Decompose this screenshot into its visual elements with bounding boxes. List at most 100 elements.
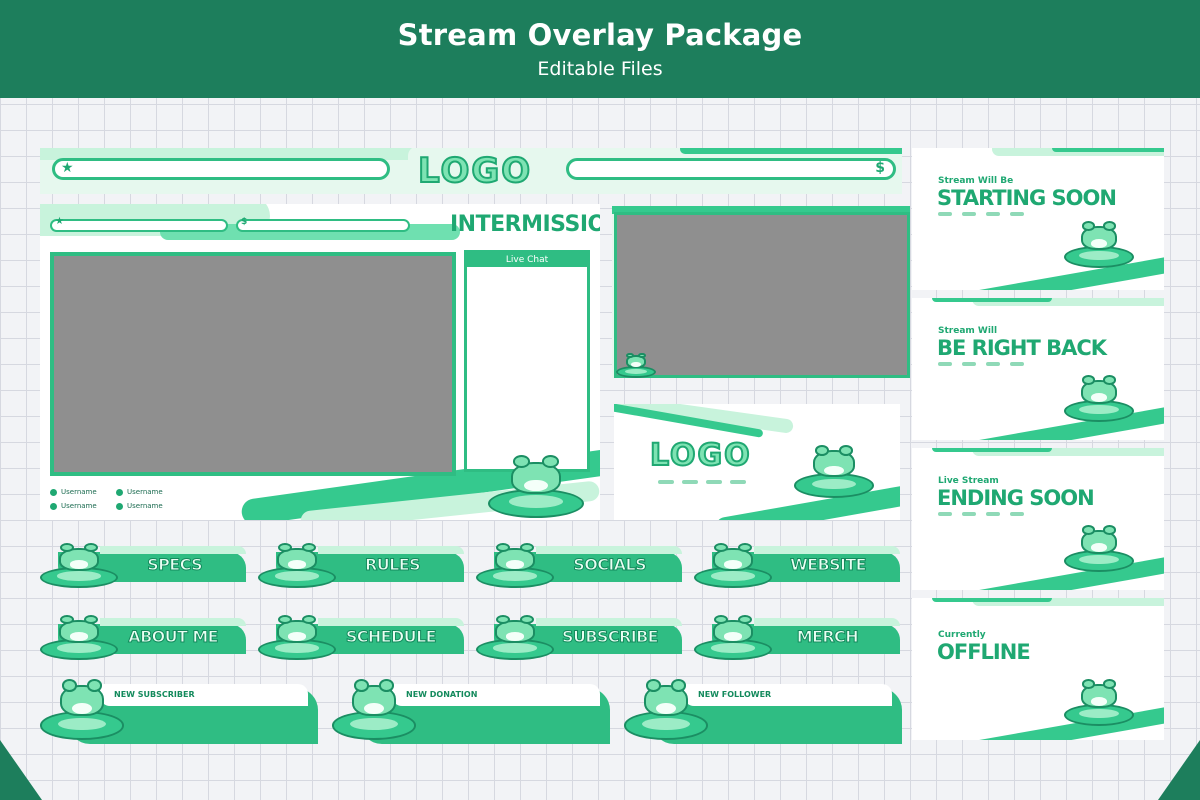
alert-label: NEW FOLLOWER [698,690,772,699]
alert-label: NEW SUBSCRIBER [114,690,195,699]
live-chat-title: Live Chat [467,253,587,267]
alert-new-donation: NEW DONATION [332,679,610,744]
webcam-frame [614,212,910,378]
frog-mascot-icon [258,614,336,660]
decor-stroke [972,448,1164,456]
scene-starting-soon: Stream Will Be STARTING SOON [912,148,1164,290]
webcam-placeholder [617,215,907,375]
star-icon: ★ [61,160,74,176]
social-icon [116,488,123,496]
decor-stroke [1052,148,1164,152]
social-handle: Username [116,502,163,510]
frog-mascot-icon [476,542,554,588]
panel-button-label: MERCH [796,627,859,647]
decor-stroke [992,148,1164,156]
decor-stroke [932,448,1052,452]
panel-button-website: WEBSITE [694,542,900,588]
page-title: Stream Overlay Package [397,18,803,52]
alert-new-follower: NEW FOLLOWER [624,679,902,744]
scene-social-row [938,212,1024,216]
top-bar-right-field: $ [566,158,896,180]
social-handle: Username [50,502,97,510]
top-logo-plate [408,148,532,194]
frog-mascot-icon [1064,678,1134,726]
scene-ending-soon: Live Stream ENDING SOON [912,448,1164,590]
scene-big-text: ENDING SOON [937,486,1095,510]
info-field-2: $ [236,217,410,232]
camera-frame [50,252,456,476]
decor-stroke [932,298,1052,302]
panel-button-label: SOCIALS [573,555,647,575]
camera-placeholder [54,256,452,472]
live-chat-box: Live Chat [464,250,590,472]
frog-mascot-icon [694,614,772,660]
decor-stroke [932,598,1052,602]
webcam-overlay [612,206,910,378]
panel-button-label: SPECS [147,555,203,575]
corner-decoration [0,740,42,800]
decor-stroke [40,148,440,160]
panel-button-label: SCHEDULE [345,627,437,647]
panel-button-about-me: ABOUT ME [40,614,246,660]
star-icon: ★ [55,216,64,227]
scene-small-text: Live Stream [938,476,999,486]
scene-big-text: BE RIGHT BACK [937,336,1107,360]
frog-mascot-icon [476,614,554,660]
decor-stroke [612,206,910,214]
panel-button-socials: SOCIALS [476,542,682,588]
panel-button-subscribe: SUBSCRIBE [476,614,682,660]
page-header: Stream Overlay Package Editable Files [0,0,1200,98]
panel-button-label: SUBSCRIBE [562,627,660,647]
social-icon [116,502,123,510]
dollar-icon: $ [241,217,248,227]
frog-mascot-icon [40,542,118,588]
scene-big-text: OFFLINE [937,640,1031,664]
social-handle: Username [50,488,97,496]
decor-stroke [680,148,902,154]
frog-mascot-icon [794,444,874,498]
top-bar-left-field: ★ [52,158,390,180]
frog-mascot-icon [1064,524,1134,572]
panel-button-label: WEBSITE [790,555,868,575]
frog-mascot-icon [488,454,584,518]
scene-small-text: Currently [938,630,986,640]
social-icon [50,488,57,496]
decor-stroke [972,298,1164,306]
panel-button-specs: SPECS [40,542,246,588]
page-subtitle: Editable Files [537,58,663,80]
panel-button-label: RULES [365,555,422,575]
frog-mascot-icon [624,678,708,740]
panel-button-merch: MERCH [694,614,900,660]
frog-mascot-icon [616,352,656,378]
frog-mascot-icon [40,614,118,660]
alert-label: NEW DONATION [406,690,478,699]
frog-mascot-icon [258,542,336,588]
alert-new-subscriber: NEW SUBSCRIBER [40,679,318,744]
panel-button-label: ABOUT ME [128,627,219,647]
corner-decoration [1158,740,1200,800]
scene-big-text: STARTING SOON [937,186,1117,210]
dollar-icon: $ [875,160,885,176]
scene-small-text: Stream Will Be [938,176,1014,186]
panel-button-rules: RULES [258,542,464,588]
intermission-title: INTERMISSION [450,212,600,237]
social-icon [50,502,57,510]
frog-mascot-icon [1064,220,1134,268]
social-handle: Username [116,488,163,496]
top-bar-overlay: ★ $ LOGO [40,148,902,194]
panel-button-schedule: SCHEDULE [258,614,464,660]
logo-scene-panel: LOGO [614,404,900,520]
intermission-panel: ★ $ INTERMISSION Live Chat Username User… [40,204,600,520]
frog-mascot-icon [332,678,416,740]
decor-stroke [972,598,1164,606]
info-field-1: ★ [50,216,228,232]
frog-mascot-icon [1064,374,1134,422]
scene-offline: Currently OFFLINE [912,598,1164,740]
scene-social-row [658,480,746,484]
top-logo: LOGO [417,150,533,192]
frog-mascot-icon [40,678,124,740]
scene-social-row [938,362,1024,366]
scene-be-right-back: Stream Will BE RIGHT BACK [912,298,1164,440]
scene-logo: LOGO [649,437,752,474]
scene-social-row [938,512,1024,516]
